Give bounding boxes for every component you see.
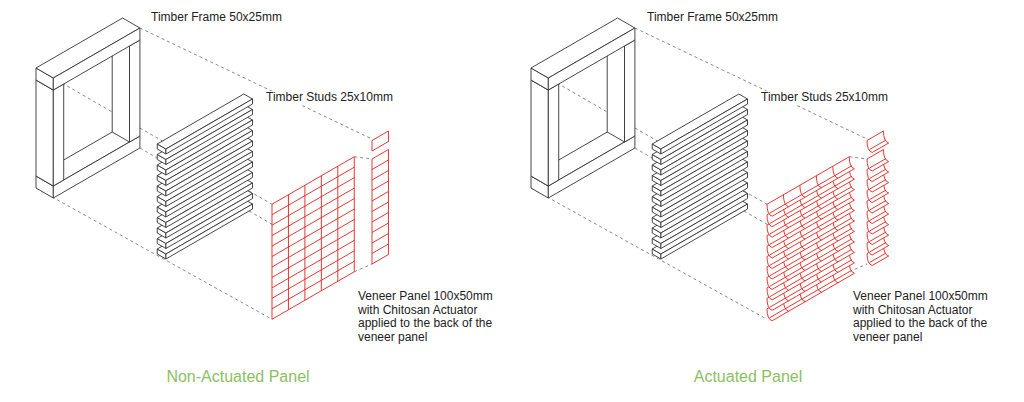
timber-stud	[157, 94, 252, 149]
panel-caption: Actuated Panel	[598, 367, 898, 387]
guide-line	[849, 157, 867, 159]
part-label: Timber Frame 50x25mm	[150, 11, 283, 25]
timber-frame	[36, 80, 53, 186]
veneer-panel	[783, 195, 788, 207]
veneer-panel	[304, 185, 305, 300]
guide-line	[140, 28, 372, 139]
timber-frame	[53, 136, 140, 198]
part-label: Veneer Panel 100x50mm with Chitosan Actu…	[357, 290, 495, 344]
part-label: Timber Studs 25x10mm	[265, 91, 394, 105]
guide-line	[635, 28, 867, 139]
veneer-panel	[272, 188, 354, 236]
veneer-tile	[372, 131, 388, 151]
veneer-panel	[833, 166, 838, 178]
veneer-strip	[372, 192, 388, 202]
veneer-strip	[372, 244, 388, 254]
veneer-panel	[272, 199, 354, 247]
timber-frame	[53, 84, 63, 186]
veneer-panel	[272, 209, 354, 257]
timber-frame	[548, 84, 558, 186]
timber-frame	[625, 40, 635, 142]
timber-stud	[652, 94, 747, 149]
veneer-panel	[272, 178, 354, 226]
veneer-panel	[272, 219, 354, 266]
veneer-panel	[816, 176, 821, 188]
veneer-panel	[272, 157, 354, 320]
timber-frame	[531, 80, 548, 186]
guide-line	[36, 188, 272, 319]
veneer-strip	[867, 150, 889, 172]
veneer-strip	[372, 213, 388, 223]
part-label: Timber Frame 50x25mm	[646, 11, 779, 25]
guide-line	[354, 157, 372, 159]
veneer-strip	[372, 150, 388, 265]
part-label: Veneer Panel 100x50mm with Chitosan Actu…	[852, 290, 990, 344]
veneer-tile	[867, 131, 889, 153]
veneer-strip	[870, 159, 886, 169]
guide-line	[354, 264, 372, 272]
timber-frame	[548, 28, 635, 90]
veneer-panel	[770, 166, 852, 214]
veneer-strip	[372, 223, 388, 233]
veneer-strip	[372, 202, 388, 212]
veneer-panel	[800, 185, 805, 197]
veneer-strip	[372, 181, 388, 191]
veneer-panel	[272, 230, 354, 278]
veneer-strip	[372, 171, 388, 181]
veneer-panel	[272, 261, 354, 309]
timber-frame	[130, 40, 140, 142]
veneer-panel	[767, 157, 854, 216]
guide-line	[531, 188, 767, 319]
veneer-panel	[272, 167, 354, 215]
veneer-tile	[870, 140, 886, 150]
veneer-panel	[288, 195, 289, 310]
veneer-panel	[272, 240, 354, 287]
timber-frame	[548, 136, 635, 198]
part-label: Timber Studs 25x10mm	[760, 91, 889, 105]
veneer-panel	[337, 166, 338, 281]
timber-stud	[661, 99, 748, 154]
timber-stud	[166, 99, 253, 154]
veneer-strip	[372, 160, 388, 170]
veneer-panel	[321, 176, 322, 291]
timber-frame	[53, 28, 140, 90]
veneer-panel	[272, 251, 354, 299]
panel-caption: Non-Actuated Panel	[88, 367, 388, 387]
veneer-strip	[372, 234, 388, 244]
